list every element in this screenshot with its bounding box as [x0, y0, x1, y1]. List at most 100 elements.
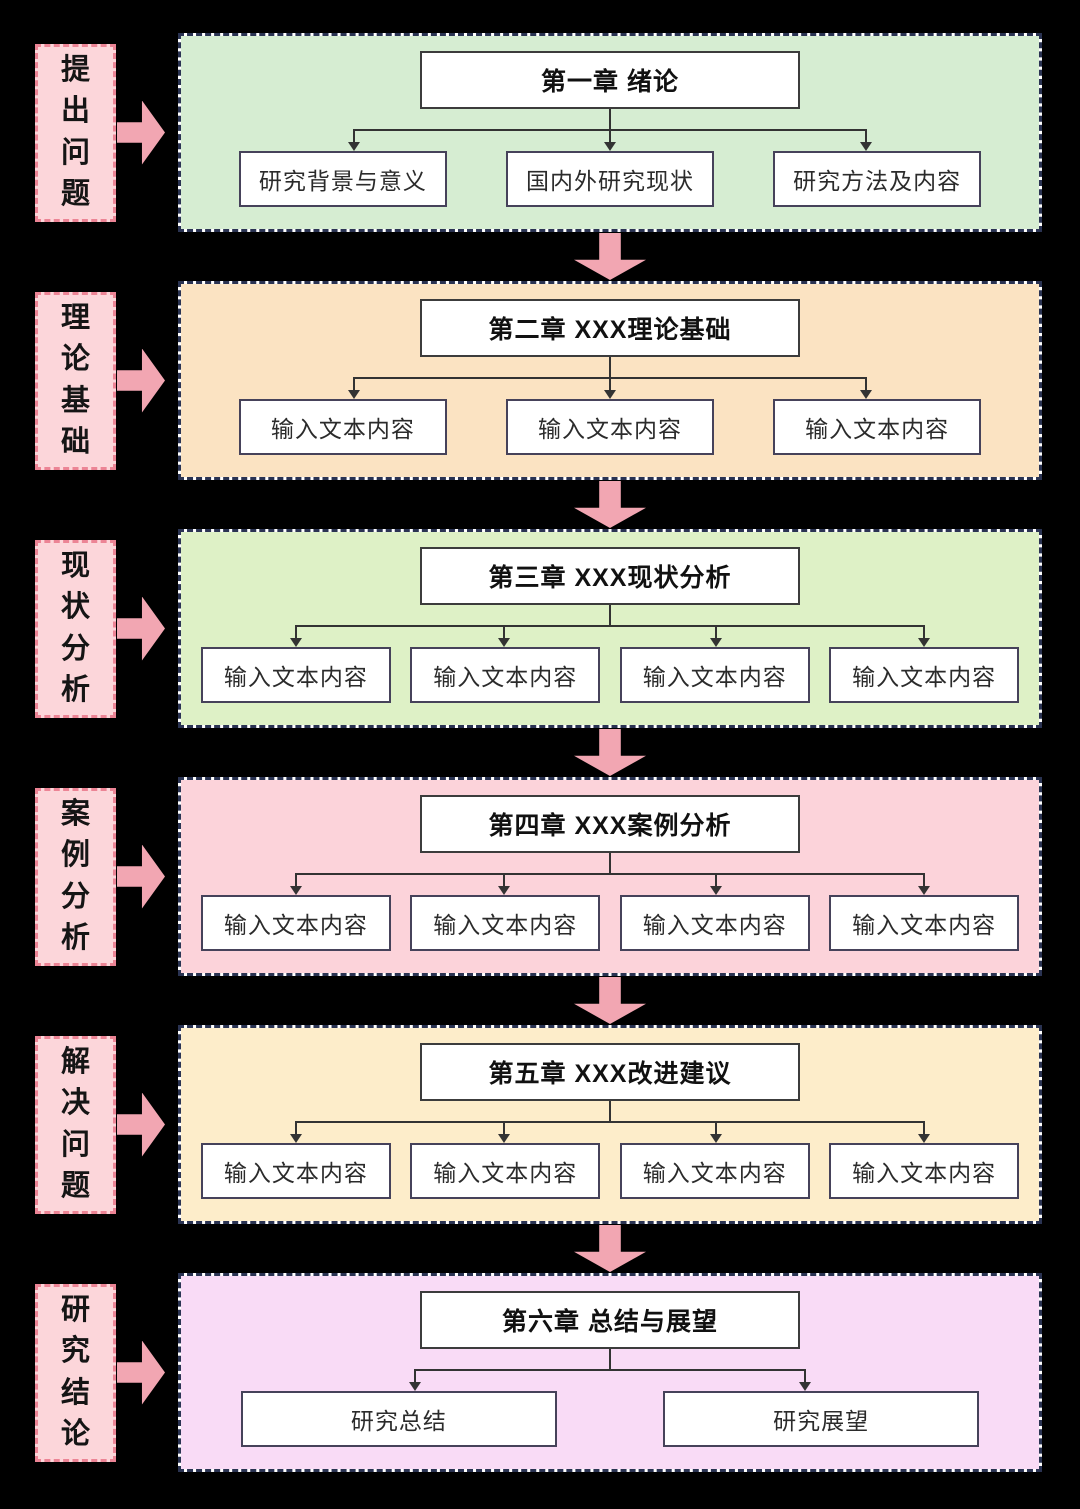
section-chapter-4: 第四章 XXX案例分析 输入文本内容 输入文本内容 输入文本内容 输入文本内容 [178, 777, 1042, 976]
gap-row [0, 480, 1080, 529]
connector-arrow-icon [860, 377, 873, 399]
section-chapter-5: 第五章 XXX改进建议 输入文本内容 输入文本内容 输入文本内容 输入文本内容 [178, 1025, 1042, 1224]
child-box: 研究总结 [241, 1391, 557, 1447]
right-arrow-icon [117, 1092, 165, 1157]
children-row: 输入文本内容 输入文本内容 输入文本内容 输入文本内容 [201, 895, 1019, 951]
connector-bus [295, 1121, 925, 1123]
child-box: 输入文本内容 [619, 895, 810, 951]
connector-arrow-icon [498, 625, 511, 647]
chapter-row-1: 提出问题 第一章 绪论 研究背景与意义 国内外研究现状 研究方法及内容 [0, 33, 1080, 232]
connector-stem [609, 109, 611, 130]
connector-arrow-icon [604, 377, 616, 399]
connector-arrow-icon [498, 1121, 511, 1143]
child-box: 输入文本内容 [201, 895, 391, 951]
child-box: 输入文本内容 [410, 1143, 601, 1199]
chapter-title-box: 第一章 绪论 [420, 51, 800, 109]
stage-label-text: 提出问题 [61, 54, 91, 210]
gap-row [0, 728, 1080, 777]
children-row: 研究背景与意义 国内外研究现状 研究方法及内容 [201, 151, 1019, 207]
tree-connector [201, 853, 1019, 895]
chapter-row-2: 理论基础 第二章 XXX理论基础 输入文本内容 输入文本内容 输入文本内容 [0, 281, 1080, 480]
stage-label-text: 研究结论 [61, 1294, 91, 1450]
connector-arrow-icon [289, 873, 302, 895]
child-box: 国内外研究现状 [506, 151, 714, 207]
down-arrow-icon [574, 977, 646, 1024]
connector-arrow-icon [289, 625, 302, 647]
child-box: 输入文本内容 [201, 1143, 391, 1199]
connector-arrow-icon [289, 1121, 302, 1143]
stage-label-text: 案例分析 [61, 798, 91, 954]
right-arrow-icon [117, 100, 165, 165]
child-box: 输入文本内容 [619, 647, 810, 703]
chapter-title-box: 第五章 XXX改进建议 [420, 1043, 800, 1101]
child-box: 输入文本内容 [410, 895, 601, 951]
child-box: 输入文本内容 [829, 895, 1019, 951]
child-box: 输入文本内容 [410, 647, 601, 703]
connector-arrow-icon [409, 1369, 422, 1391]
chapter-title-box: 第三章 XXX现状分析 [420, 547, 800, 605]
child-box: 输入文本内容 [829, 1143, 1019, 1199]
connector-arrow-icon [347, 129, 360, 151]
chapter-row-5: 解决问题 第五章 XXX改进建议 输入文本内容 输入文本内容 输入文本内容 [0, 1025, 1080, 1224]
chapter-row-3: 现状分析 第三章 XXX现状分析 输入文本内容 输入文本内容 输入文本内容 [0, 529, 1080, 728]
gap-row [0, 976, 1080, 1025]
connector-arrow-icon [498, 873, 511, 895]
down-arrow-icon [574, 729, 646, 776]
connector-stem [609, 1101, 611, 1122]
connector-bus [415, 1369, 805, 1371]
connector-stem [609, 605, 611, 626]
children-row: 输入文本内容 输入文本内容 输入文本内容 [201, 399, 1019, 455]
stage-label-research-conclusion: 研究结论 [35, 1283, 116, 1462]
connector-arrow-icon [709, 625, 722, 647]
chapter-row-4: 案例分析 第四章 XXX案例分析 输入文本内容 输入文本内容 输入文本内容 [0, 777, 1080, 976]
gap-row [0, 1224, 1080, 1273]
connector-stem [609, 357, 611, 378]
child-box: 研究展望 [663, 1391, 979, 1447]
stage-label-text: 现状分析 [61, 550, 91, 706]
tree-connector [201, 605, 1019, 647]
child-box: 输入文本内容 [239, 399, 447, 455]
connector-arrow-icon [860, 129, 873, 151]
connector-arrow-icon [347, 377, 360, 399]
connector-arrow-icon [918, 873, 931, 895]
stage-label-case-analysis: 案例分析 [35, 787, 116, 966]
connector-arrow-icon [918, 1121, 931, 1143]
chapter-row-6: 研究结论 第六章 总结与展望 研究总结 研究展望 [0, 1273, 1080, 1472]
stage-label-solve-problem: 解决问题 [35, 1035, 116, 1214]
right-arrow-icon [117, 844, 165, 909]
connector-bus [295, 873, 925, 875]
section-chapter-2: 第二章 XXX理论基础 输入文本内容 输入文本内容 输入文本内容 [178, 281, 1042, 480]
connector-bus [295, 625, 925, 627]
right-arrow-icon [117, 596, 165, 661]
chapter-title-box: 第四章 XXX案例分析 [420, 795, 800, 853]
chapter-title-box: 第二章 XXX理论基础 [420, 299, 800, 357]
stage-label-theory-basis: 理论基础 [35, 291, 116, 470]
gap-row [0, 232, 1080, 281]
connector-stem [609, 1349, 611, 1370]
connector-arrow-icon [798, 1369, 811, 1391]
section-chapter-6: 第六章 总结与展望 研究总结 研究展望 [178, 1273, 1042, 1472]
children-row: 输入文本内容 输入文本内容 输入文本内容 输入文本内容 [201, 647, 1019, 703]
stage-label-status-analysis: 现状分析 [35, 539, 116, 718]
child-box: 输入文本内容 [829, 647, 1019, 703]
stage-label-raise-problem: 提出问题 [35, 43, 116, 222]
child-box: 研究背景与意义 [239, 151, 447, 207]
tree-connector [201, 357, 1019, 399]
chapter-title-box: 第六章 总结与展望 [420, 1291, 800, 1349]
right-arrow-icon [117, 1340, 165, 1405]
child-box: 输入文本内容 [506, 399, 714, 455]
child-box: 输入文本内容 [619, 1143, 810, 1199]
child-box: 输入文本内容 [773, 399, 981, 455]
down-arrow-icon [574, 233, 646, 280]
stage-label-text: 解决问题 [61, 1046, 91, 1202]
connector-stem [609, 853, 611, 874]
tree-connector [201, 1101, 1019, 1143]
down-arrow-icon [574, 481, 646, 528]
section-chapter-3: 第三章 XXX现状分析 输入文本内容 输入文本内容 输入文本内容 输入文本内容 [178, 529, 1042, 728]
section-chapter-1: 第一章 绪论 研究背景与意义 国内外研究现状 研究方法及内容 [178, 33, 1042, 232]
tree-connector [201, 109, 1019, 151]
right-arrow-icon [117, 348, 165, 413]
child-box: 研究方法及内容 [773, 151, 981, 207]
connector-arrow-icon [709, 873, 722, 895]
